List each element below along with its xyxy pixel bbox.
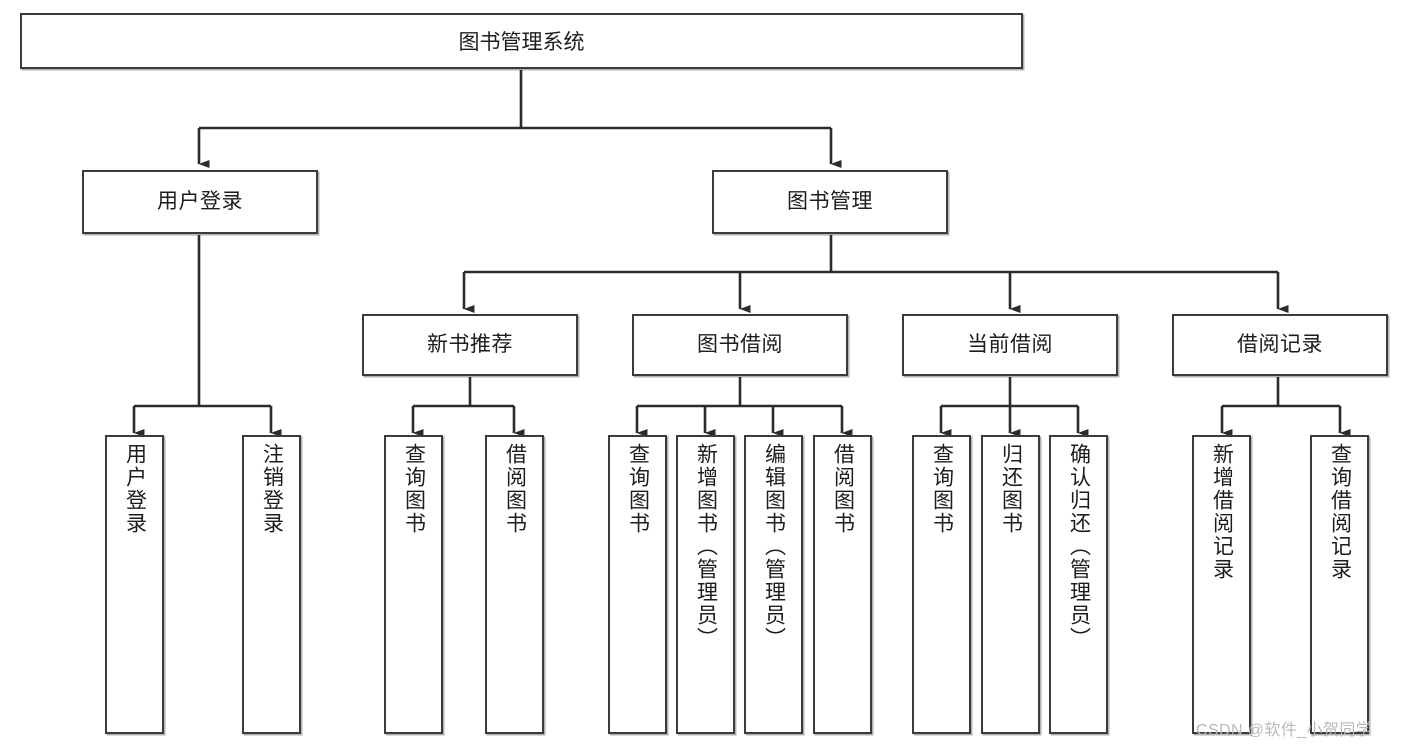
csdn-watermark: CSDN @软件_小贺同学 [1196, 722, 1373, 739]
leaf-node-user-login[interactable]: 用户登录 [105, 435, 164, 734]
node-label: 图书管理 [787, 190, 873, 214]
leaf-node-query-borrow-record[interactable]: 查询借阅记录 [1310, 435, 1369, 734]
node-borrow-record[interactable]: 借阅记录 [1172, 314, 1388, 376]
node-user-login[interactable]: 用户登录 [82, 170, 318, 234]
node-new-book-recommendation[interactable]: 新书推荐 [362, 314, 578, 376]
node-label: 借阅图书 [831, 443, 855, 535]
node-label: 查询图书 [626, 443, 650, 535]
node-label: 查询图书 [402, 443, 426, 535]
leaf-node-add-book-admin[interactable]: 新增图书（管理员） [676, 435, 735, 734]
leaf-node-query-book-rec[interactable]: 查询图书 [384, 435, 443, 734]
leaf-node-logout-login[interactable]: 注销登录 [242, 435, 301, 734]
node-book-borrow[interactable]: 图书借阅 [632, 314, 848, 376]
node-label: 归还图书 [999, 443, 1023, 535]
node-root-book-management-system[interactable]: 图书管理系统 [20, 13, 1023, 69]
node-label: 编辑图书（管理员） [762, 443, 786, 650]
leaf-node-edit-book-admin[interactable]: 编辑图书（管理员） [744, 435, 803, 734]
leaf-node-query-book-current[interactable]: 查询图书 [912, 435, 971, 734]
node-label: 新增借阅记录 [1210, 443, 1234, 581]
node-label: 新增图书（管理员） [694, 443, 718, 650]
node-label: 注销登录 [260, 443, 284, 535]
leaf-node-query-book-borrow[interactable]: 查询图书 [608, 435, 667, 734]
node-label: 当前借阅 [967, 333, 1053, 357]
leaf-node-add-borrow-record[interactable]: 新增借阅记录 [1192, 435, 1251, 734]
node-book-management[interactable]: 图书管理 [712, 170, 948, 234]
node-label: 新书推荐 [427, 333, 513, 357]
node-label: 借阅图书 [503, 443, 527, 535]
leaf-node-return-book[interactable]: 归还图书 [981, 435, 1040, 734]
node-label: 用户登录 [123, 443, 147, 535]
node-label: 查询借阅记录 [1328, 443, 1352, 581]
node-label: 图书管理系统 [458, 31, 585, 54]
node-label: 用户登录 [157, 190, 243, 214]
node-label: 图书借阅 [697, 333, 783, 357]
leaf-node-confirm-return-admin[interactable]: 确认归还（管理员） [1049, 435, 1108, 734]
node-label: 借阅记录 [1237, 333, 1323, 357]
node-label: 查询图书 [930, 443, 954, 535]
leaf-node-borrow-book-rec[interactable]: 借阅图书 [485, 435, 544, 734]
node-label: 确认归还（管理员） [1067, 443, 1091, 650]
leaf-node-borrow-book[interactable]: 借阅图书 [813, 435, 872, 734]
node-current-borrow[interactable]: 当前借阅 [902, 314, 1118, 376]
